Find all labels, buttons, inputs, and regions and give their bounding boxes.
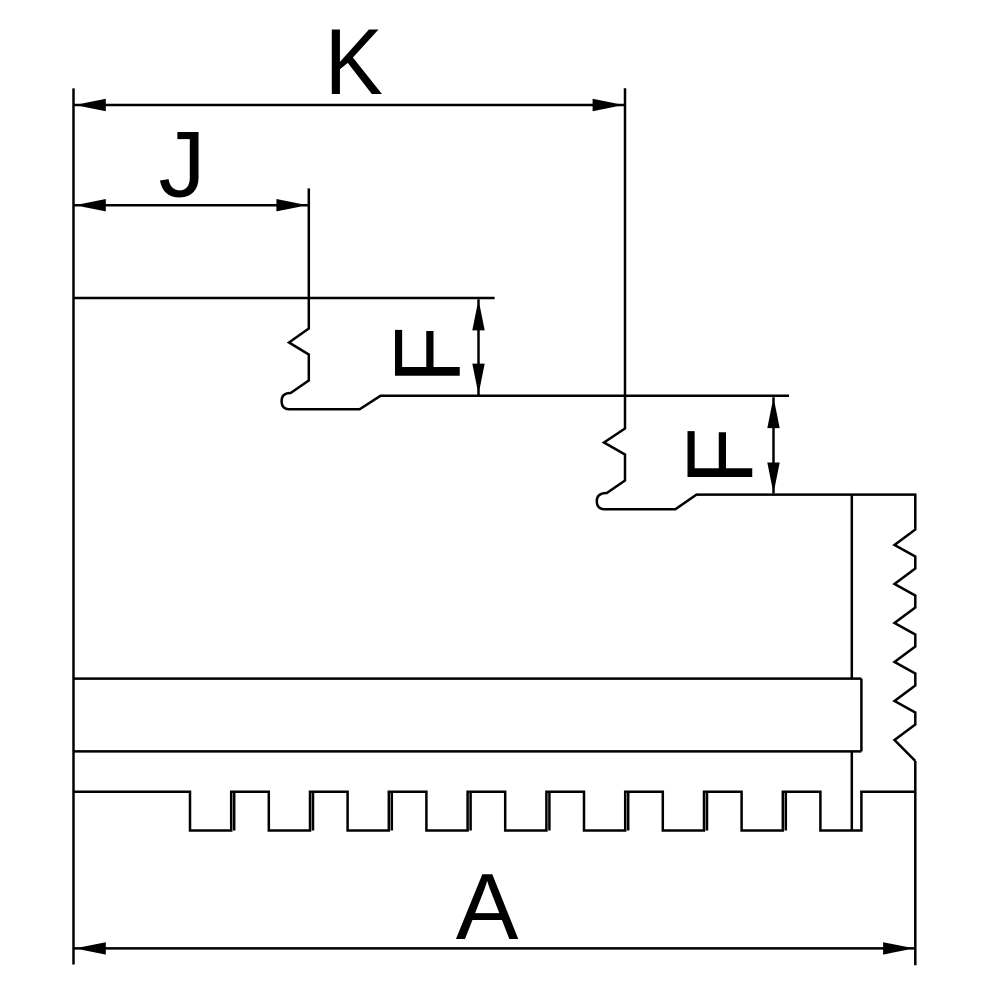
svg-text:F: F <box>375 326 480 383</box>
svg-text:A: A <box>456 854 519 959</box>
svg-text:J: J <box>159 112 206 217</box>
svg-text:F: F <box>667 427 772 484</box>
svg-text:K: K <box>325 10 383 115</box>
